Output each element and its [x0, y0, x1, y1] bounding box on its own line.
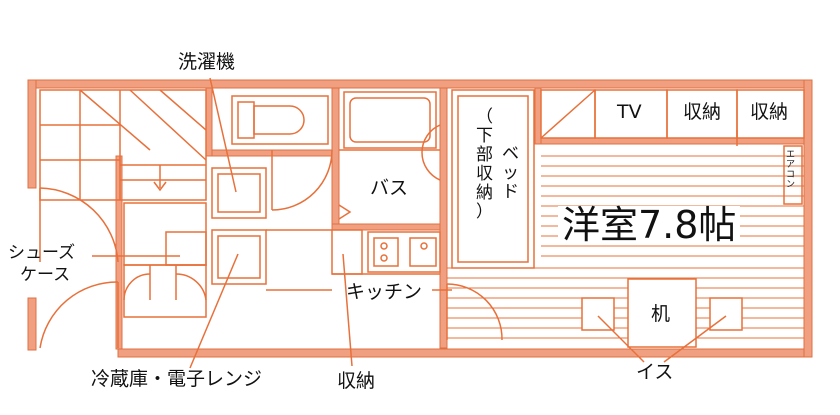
label-storage-2: 収納	[750, 101, 789, 123]
label-desk: 机	[651, 303, 671, 325]
label-storage-bottom: 収納	[337, 370, 376, 392]
bed	[451, 89, 535, 269]
label-bed-note: （ 下 部 収 納 ）	[476, 107, 493, 222]
label-shoes-case-1: シューズ	[8, 243, 76, 263]
floor-boards	[447, 155, 804, 339]
entrance-door-swing	[39, 187, 119, 263]
wall-left	[27, 79, 37, 189]
wall-left-lower	[27, 297, 37, 351]
label-aircon: エ ア コ ン	[786, 150, 796, 190]
stair-area	[39, 89, 207, 201]
room-door-swing	[446, 283, 503, 341]
wall-hall-left	[115, 155, 123, 350]
leader-lines	[92, 77, 727, 369]
wall-closet-bottom	[540, 137, 805, 145]
chair-left	[581, 297, 615, 331]
wall-bottom	[117, 348, 813, 358]
label-washing-machine: 洗濯機	[178, 51, 236, 73]
washing-machine	[211, 167, 267, 219]
wall-toilet-left	[205, 87, 213, 157]
wall-toilet-bottom	[205, 149, 333, 157]
wall-top	[27, 79, 813, 89]
wall-room-top	[534, 87, 542, 145]
label-kitchen: キッチン	[346, 281, 423, 303]
label-tv: TV	[617, 101, 642, 123]
fridge-microwave	[211, 229, 267, 285]
label-bath: バス	[370, 177, 409, 199]
toilet	[231, 95, 329, 145]
aircon	[783, 145, 803, 205]
wall-bath-left	[331, 87, 340, 229]
label-chairs: イス	[636, 361, 674, 383]
label-bed: ベ ッ ド	[502, 144, 519, 202]
kitchen-storage	[331, 229, 363, 275]
label-fridge-microwave: 冷蔵庫・電子レンジ	[91, 368, 263, 390]
bath-tub	[343, 91, 437, 149]
wall-right	[803, 79, 813, 358]
wall-bath-bottom	[331, 223, 441, 231]
outer-walls	[27, 79, 813, 358]
label-storage-1: 収納	[683, 101, 722, 123]
wall-bath-right	[439, 87, 448, 349]
label-room: 洋室7.8帖	[558, 206, 741, 244]
entrance-door-swing-2	[39, 281, 119, 349]
label-shoes-case-2: ケース	[20, 265, 71, 285]
desk	[627, 278, 697, 348]
kitchen-counter	[367, 231, 441, 273]
